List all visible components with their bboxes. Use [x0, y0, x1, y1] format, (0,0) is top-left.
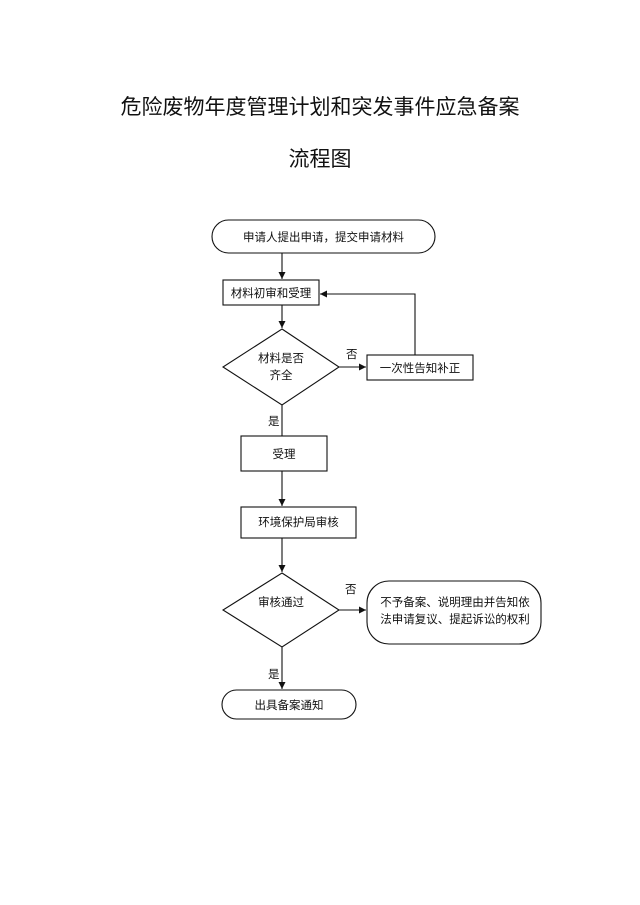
supplement-label: 一次性告知补正 — [380, 361, 461, 375]
review-pass-label: 审核通过 — [258, 595, 304, 609]
accept-node: 受理 — [240, 435, 328, 472]
check-complete-decision: 材料是否 齐全 — [221, 328, 340, 406]
edge-label-yes-2: 是 — [268, 667, 280, 681]
start-node-label: 申请人提出申请，提交申请材料 — [243, 230, 404, 244]
page-title: 危险废物年度管理计划和突发事件应急备案 — [120, 95, 520, 119]
epb-review-label: 环境保护局审核 — [258, 515, 339, 529]
epb-review-node: 环境保护局审核 — [240, 506, 357, 539]
supplement-node: 一次性告知补正 — [366, 354, 474, 381]
accept-label: 受理 — [273, 447, 296, 461]
page-subtitle: 流程图 — [288, 147, 352, 171]
end-node: 出具备案通知 — [221, 689, 357, 720]
edge-label-no-2: 否 — [345, 582, 357, 596]
reject-label-line1: 不予备案、说明理由并告知依 — [380, 595, 530, 609]
end-node-label: 出具备案通知 — [255, 698, 324, 712]
check-complete-label-line2: 齐全 — [270, 368, 293, 382]
initial-review-node: 材料初审和受理 — [222, 279, 320, 306]
check-complete-label-line1: 材料是否 — [258, 351, 304, 365]
arrow-supplement-to-initial-review — [320, 290, 416, 355]
review-pass-decision: 审核通过 — [221, 572, 341, 648]
start-node: 申请人提出申请，提交申请材料 — [211, 219, 436, 254]
edge-label-no-1: 否 — [346, 347, 358, 361]
edge-label-yes-1: 是 — [268, 414, 280, 428]
initial-review-label: 材料初审和受理 — [231, 286, 312, 300]
reject-node: 不予备案、说明理由并告知依 法申请复议、提起诉讼的权利 — [366, 580, 542, 645]
reject-label-line2: 法申请复议、提起诉讼的权利 — [380, 612, 530, 626]
